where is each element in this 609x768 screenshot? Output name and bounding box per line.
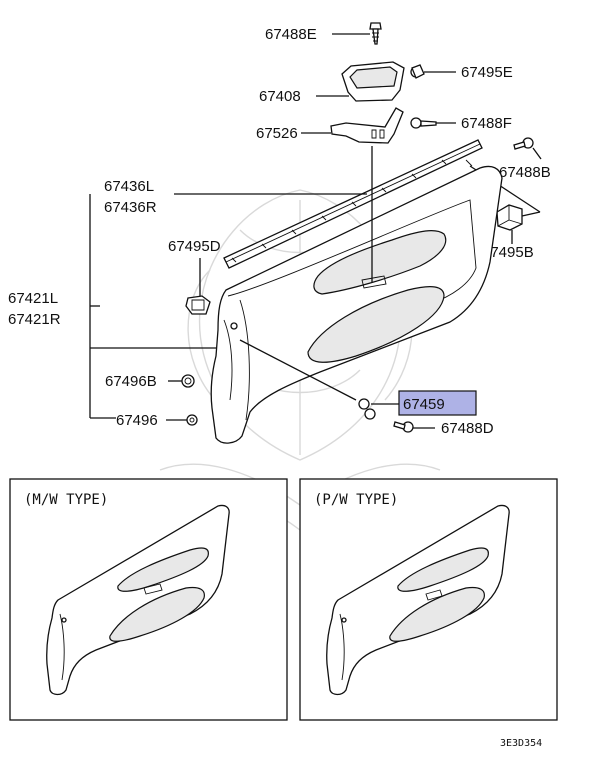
label-67488b: 67488B — [499, 164, 551, 181]
door-trim-panel-67421 — [210, 159, 503, 444]
leader-67459-panel — [239, 339, 357, 401]
leader-67495b-clip — [521, 211, 541, 217]
clip-67495b — [496, 204, 523, 231]
variant-box-mw — [9, 478, 288, 721]
leader-67488b — [532, 147, 542, 160]
highlight-box-67459 — [398, 390, 477, 416]
grommet-67496b — [181, 374, 195, 388]
diagram-code: 3E3D354 — [500, 738, 542, 749]
label-67488f: 67488F — [461, 115, 512, 132]
pocket-67408 — [341, 61, 405, 102]
label-67495e: 67495E — [461, 64, 513, 81]
screw-67488e — [369, 22, 382, 45]
screw-67488d — [393, 421, 414, 433]
label-67488d: 67488D — [441, 420, 494, 437]
screw-67488b — [513, 137, 534, 150]
grommet-67496 — [186, 414, 198, 426]
variant-label-pw: (P/W TYPE) — [314, 492, 398, 508]
label-67526: 67526 — [256, 125, 298, 142]
label-67436l: 67436L — [104, 178, 154, 195]
clip-67495e — [410, 64, 425, 79]
clip-67459 — [358, 398, 376, 420]
moulding-67436 — [223, 139, 483, 269]
label-67496b: 67496B — [105, 373, 157, 390]
screw-67488f — [410, 117, 437, 129]
label-67408: 67408 — [259, 88, 301, 105]
clip-67495d — [185, 295, 211, 315]
label-67488e: 67488E — [265, 26, 317, 43]
variant-label-mw: (M/W TYPE) — [24, 492, 108, 508]
label-67421l: 67421L — [8, 290, 58, 307]
label-67496: 67496 — [116, 412, 158, 429]
label-67495b: 67495B — [482, 244, 534, 261]
variant-box-pw — [299, 478, 558, 721]
label-67459: 67459 — [403, 396, 445, 413]
label-67436r: 67436R — [104, 199, 157, 216]
label-67495d: 67495D — [168, 238, 221, 255]
bracket-67526 — [330, 107, 404, 144]
label-67421r: 67421R — [8, 311, 61, 328]
